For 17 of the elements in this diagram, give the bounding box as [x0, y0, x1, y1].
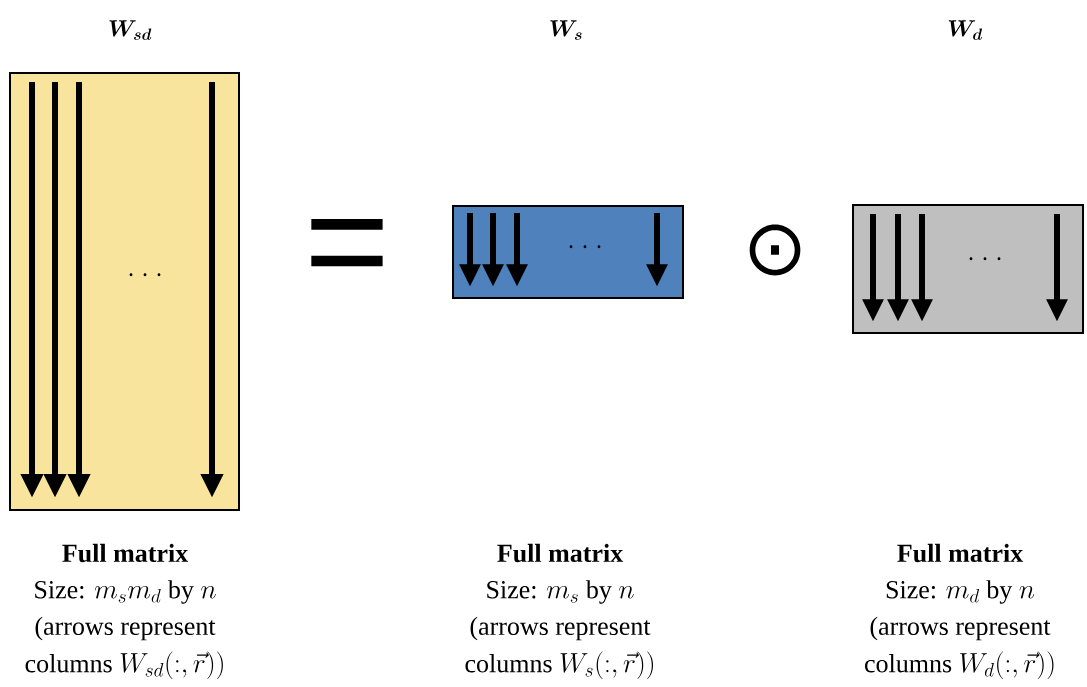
caption-heading: Full matrix — [497, 543, 624, 563]
ellipsis: · · · — [569, 245, 601, 249]
note-text: $\begin{array}{c}\text{(arrows represent}\\ \text{columns }W_{d}(:,\vec{r}))\end{array}$ — [865, 616, 1054, 680]
size-text: $\text{Size: }m_d\text{ by }n$ — [886, 580, 1035, 604]
equals-sign: = — [311, 219, 383, 267]
caption-heading: Full matrix — [62, 543, 189, 563]
note-text: $\begin{array}{c}\text{(arrows represent}\\ \text{columns }W_{sd}(:,\vec{r}))\end{array}$ — [25, 616, 223, 680]
matrix-heading: $\boldsymbol{W_{sd}}$ — [109, 20, 152, 40]
size-text: $\text{Size: }m_sm_d\text{ by }n$ — [35, 580, 216, 604]
matrix-heading: $\boldsymbol{W_{s}}$ — [550, 20, 582, 40]
size-text: $\text{Size: }m_s\text{ by }n$ — [487, 580, 634, 604]
note-text: $\begin{array}{c}\text{(arrows represent}\\ \text{columns }W_{s}(:,\vec{r}))\end{array}$ — [465, 616, 653, 680]
ellipsis: · · · — [129, 273, 161, 277]
hadamard-product-symbol: ⊙ — [749, 224, 801, 276]
caption-heading: Full matrix — [897, 543, 1024, 563]
ellipsis: · · · — [969, 257, 1001, 261]
matrix-heading: $\boldsymbol{W_{d}}$ — [948, 20, 983, 40]
